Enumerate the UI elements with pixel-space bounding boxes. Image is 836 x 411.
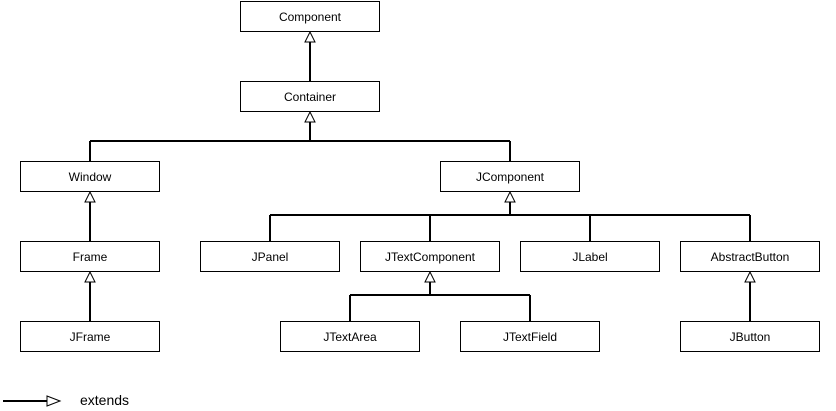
class-label-jtextarea: JTextArea [323, 329, 377, 344]
class-label-jframe: JFrame [69, 329, 111, 344]
class-box-jframe[interactable]: JFrame [20, 321, 160, 352]
legend-arrowhead [46, 395, 62, 407]
arrowhead-jtextcomponent [424, 270, 436, 283]
class-box-jpanel[interactable]: JPanel [200, 241, 340, 272]
class-label-abstractbutton: AbstractButton [710, 249, 790, 264]
class-label-jtextfield: JTextField [502, 329, 558, 344]
class-label-jtextcomponent: JTextComponent [384, 249, 476, 264]
legend-extends-label: extends [80, 392, 130, 408]
arrowhead-window [84, 190, 96, 203]
class-box-abstractbutton[interactable]: AbstractButton [680, 241, 820, 272]
class-box-jtextcomponent[interactable]: JTextComponent [360, 241, 500, 272]
class-label-jlabel: JLabel [572, 249, 608, 264]
class-label-jbutton: JButton [729, 329, 771, 344]
class-box-jcomponent[interactable]: JComponent [440, 161, 580, 192]
class-box-jtextarea[interactable]: JTextArea [280, 321, 420, 352]
class-label-component: Component [278, 9, 342, 24]
arrowhead-abstractbutton [744, 270, 756, 283]
class-box-jlabel[interactable]: JLabel [520, 241, 660, 272]
class-box-jbutton[interactable]: JButton [680, 321, 820, 352]
class-box-frame[interactable]: Frame [20, 241, 160, 272]
class-box-component[interactable]: Component [240, 1, 380, 32]
arrowhead-container [304, 110, 316, 123]
class-box-container[interactable]: Container [240, 81, 380, 112]
class-label-jpanel: JPanel [251, 249, 289, 264]
arrowhead-frame [84, 270, 96, 283]
class-label-jcomponent: JComponent [475, 169, 545, 184]
class-label-frame: Frame [72, 249, 108, 264]
class-box-window[interactable]: Window [20, 161, 160, 192]
arrowhead-component [304, 30, 316, 43]
arrowhead-jcomponent [504, 190, 516, 203]
class-label-window: Window [68, 169, 112, 184]
class-box-jtextfield[interactable]: JTextField [460, 321, 600, 352]
class-label-container: Container [283, 89, 337, 104]
